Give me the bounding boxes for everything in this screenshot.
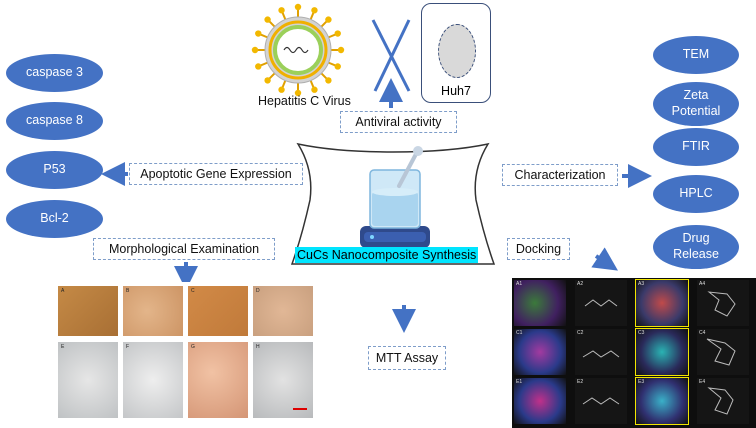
hcv-virus-icon <box>251 3 345 97</box>
dock-panel-a2: A2 <box>575 280 627 326</box>
dock-panel-c4: C4 <box>697 329 749 375</box>
micro-panel-b: B <box>123 286 183 336</box>
gene-p53: P53 <box>6 151 103 189</box>
virus-spike <box>325 77 332 84</box>
micro-panel-c: C <box>188 286 248 336</box>
virus-spike <box>278 7 285 14</box>
gene-caspase-8: caspase 8 <box>6 102 103 140</box>
virus-spike <box>325 16 332 23</box>
char-drug-release: Drug Release <box>653 225 739 269</box>
cell-label: Huh7 <box>441 84 471 98</box>
virus-spike <box>294 89 302 97</box>
virus-spike <box>294 3 302 11</box>
docking-box: Docking <box>507 238 570 260</box>
dock-panel-e2: E2 <box>575 378 627 424</box>
dock-panel-a1: A1 <box>514 280 566 326</box>
morphology-image-grid: A B C D E F G H <box>58 282 320 422</box>
morphological-examination-box: Morphological Examination <box>93 238 275 260</box>
gene-bcl-2: Bcl-2 <box>6 200 103 238</box>
synthesis-container <box>290 142 496 265</box>
virus-spike <box>264 16 271 23</box>
virus-label: Hepatitis C Virus <box>258 94 351 108</box>
cell-shape <box>438 24 476 78</box>
micro-panel-g: G <box>188 342 248 418</box>
virus-spike <box>311 86 318 93</box>
dock-panel-c2: C2 <box>575 329 627 375</box>
char-tem: TEM <box>653 36 739 74</box>
antiviral-activity-box: Antiviral activity <box>340 111 457 133</box>
docking-image-grid: A1 A2 A3 A4 C1 C2 C3 C4 E1 E2 E3 E4 <box>512 278 756 428</box>
virus-spike <box>251 46 259 54</box>
characterization-box: Characterization <box>502 164 618 186</box>
dock-panel-e3: E3 <box>635 377 689 425</box>
char-ftir: FTIR <box>653 128 739 166</box>
micro-panel-e: E <box>58 342 118 418</box>
dock-panel-a4: A4 <box>697 280 749 326</box>
micro-panel-d: D <box>253 286 313 336</box>
char-hplc: HPLC <box>653 175 739 213</box>
virus-spike <box>337 46 345 54</box>
dock-panel-e4: E4 <box>697 378 749 424</box>
virus-spike <box>334 63 341 70</box>
dock-panel-e1: E1 <box>514 378 566 424</box>
micro-panel-f: F <box>123 342 183 418</box>
gene-caspase-3: caspase 3 <box>6 54 103 92</box>
virus-spike <box>255 30 262 37</box>
arrow-diag-docking <box>591 247 618 271</box>
virus-spike <box>278 86 285 93</box>
dock-panel-a3: A3 <box>635 279 689 327</box>
virus-spike <box>311 7 318 14</box>
virus-spike <box>334 30 341 37</box>
apoptotic-gene-expression-box: Apoptotic Gene Expression <box>129 163 303 185</box>
center-label: CuCs Nanocomposite Synthesis <box>295 247 479 263</box>
cross-icon <box>371 19 411 92</box>
micro-panel-h: H <box>253 342 313 418</box>
virus-spike <box>264 77 271 84</box>
mtt-assay-box: MTT Assay <box>368 346 446 370</box>
virus-spike <box>255 63 262 70</box>
dock-panel-c1: C1 <box>514 329 566 375</box>
micro-panel-a: A <box>58 286 118 336</box>
dock-panel-c3: C3 <box>635 328 689 376</box>
huh7-cell-box: Huh7 <box>421 3 491 103</box>
char-zeta-potential: Zeta Potential <box>653 82 739 126</box>
